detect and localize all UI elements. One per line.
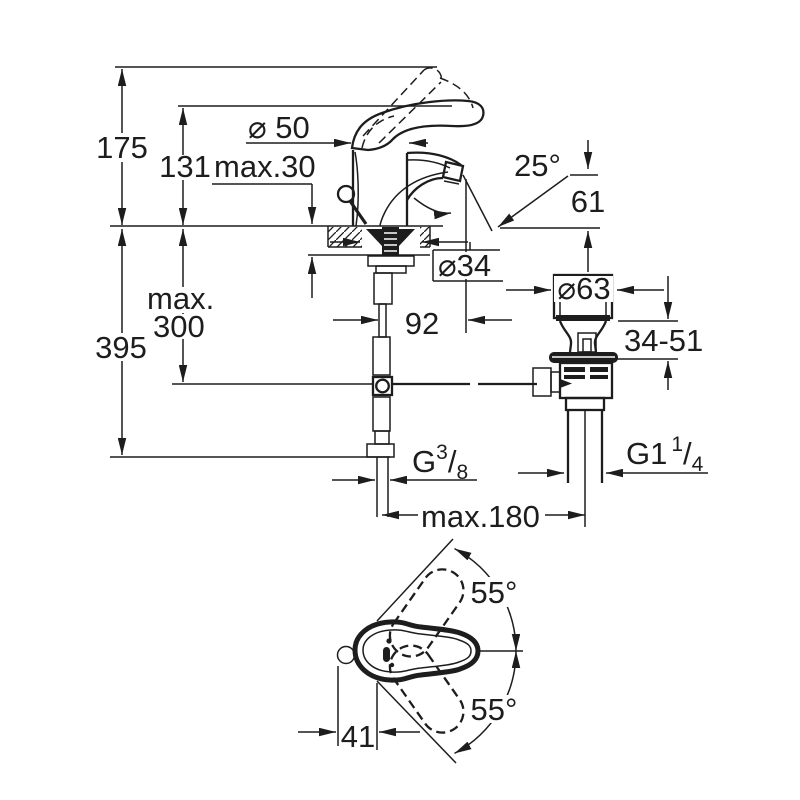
label-shank-diameter: ⌀34 — [438, 248, 491, 283]
handle-solid-outline — [352, 619, 481, 683]
label-aerator-angle: 25° — [514, 148, 561, 183]
fixing-wedge-right — [399, 229, 415, 246]
rod-fitting-screw — [375, 378, 390, 394]
rod-cross-fitting — [371, 375, 394, 397]
handle-dashed-up — [388, 568, 465, 658]
popup-knob-top-view — [336, 645, 356, 665]
horseshoe-washer — [367, 255, 415, 267]
leader-25deg — [497, 175, 569, 228]
swivel-arc-arrow — [413, 197, 452, 220]
label-pivot-offset: 41 — [341, 719, 375, 754]
label-backgrounds — [93, 133, 613, 723]
label-waste-diameter: ⌀63 — [557, 271, 610, 306]
label-swing-upper: 55° — [471, 575, 518, 610]
label-spout-projection: 92 — [405, 306, 439, 341]
supply-nut — [366, 443, 395, 458]
label-base-diameter: ⌀ 50 — [248, 110, 310, 145]
aerator — [441, 160, 465, 183]
spout-top — [406, 151, 462, 166]
leader-55-lower — [376, 680, 457, 764]
label-overall-height: 175 — [96, 130, 148, 165]
leader-55-upper — [376, 538, 454, 622]
mounting-nut — [375, 265, 407, 274]
lever-raised-dashed — [361, 67, 474, 149]
label-deck-thickness: max.30 — [214, 149, 316, 184]
faucet-body-front-view — [336, 67, 485, 227]
label-max-centres: max.180 — [421, 499, 540, 534]
flex-hose-middle — [372, 336, 391, 376]
label-total-depth: 395 — [95, 330, 147, 365]
waste-neck-right — [593, 320, 608, 353]
spout-bottom — [406, 176, 444, 201]
label-hose-max-2: 300 — [153, 309, 205, 344]
handle-dashed-down — [388, 644, 465, 734]
label-basin-range: 34-51 — [624, 323, 703, 358]
label-hose-max-1: max. — [147, 281, 214, 316]
rod-adjuster-knob — [532, 367, 552, 397]
label-supply-thread: G3/8 — [412, 441, 468, 484]
waste-body-step — [564, 396, 606, 412]
label-swing-lower: 55° — [471, 692, 518, 727]
dimension-labels: 175 131 max.30 ⌀ 50 25° 61 ⌀34 max. 300 … — [95, 110, 704, 754]
handle-inner-contour — [362, 629, 472, 673]
waste-neck-left — [558, 320, 573, 353]
flex-hose-lower — [372, 396, 391, 432]
threaded-shank — [382, 227, 399, 256]
popup-knob — [336, 184, 356, 204]
deck-hatch-right — [420, 227, 430, 247]
popup-rod-upper — [378, 303, 387, 338]
hose-collar — [374, 430, 390, 445]
deck-hatch-left — [328, 227, 362, 247]
label-spout-outlet-height: 61 — [571, 184, 605, 219]
flex-hose-upper — [373, 272, 393, 305]
faucet-underdeck-assembly — [172, 227, 537, 517]
popup-waste-view — [532, 273, 618, 527]
fixing-wedge-left — [366, 229, 382, 246]
label-body-height: 131 — [159, 149, 211, 184]
rod-adjuster-block — [550, 371, 561, 393]
plug-seal-band — [556, 315, 610, 321]
popup-rod-top — [348, 200, 368, 225]
lever-handle — [350, 99, 485, 152]
handle-top-view — [298, 538, 523, 764]
